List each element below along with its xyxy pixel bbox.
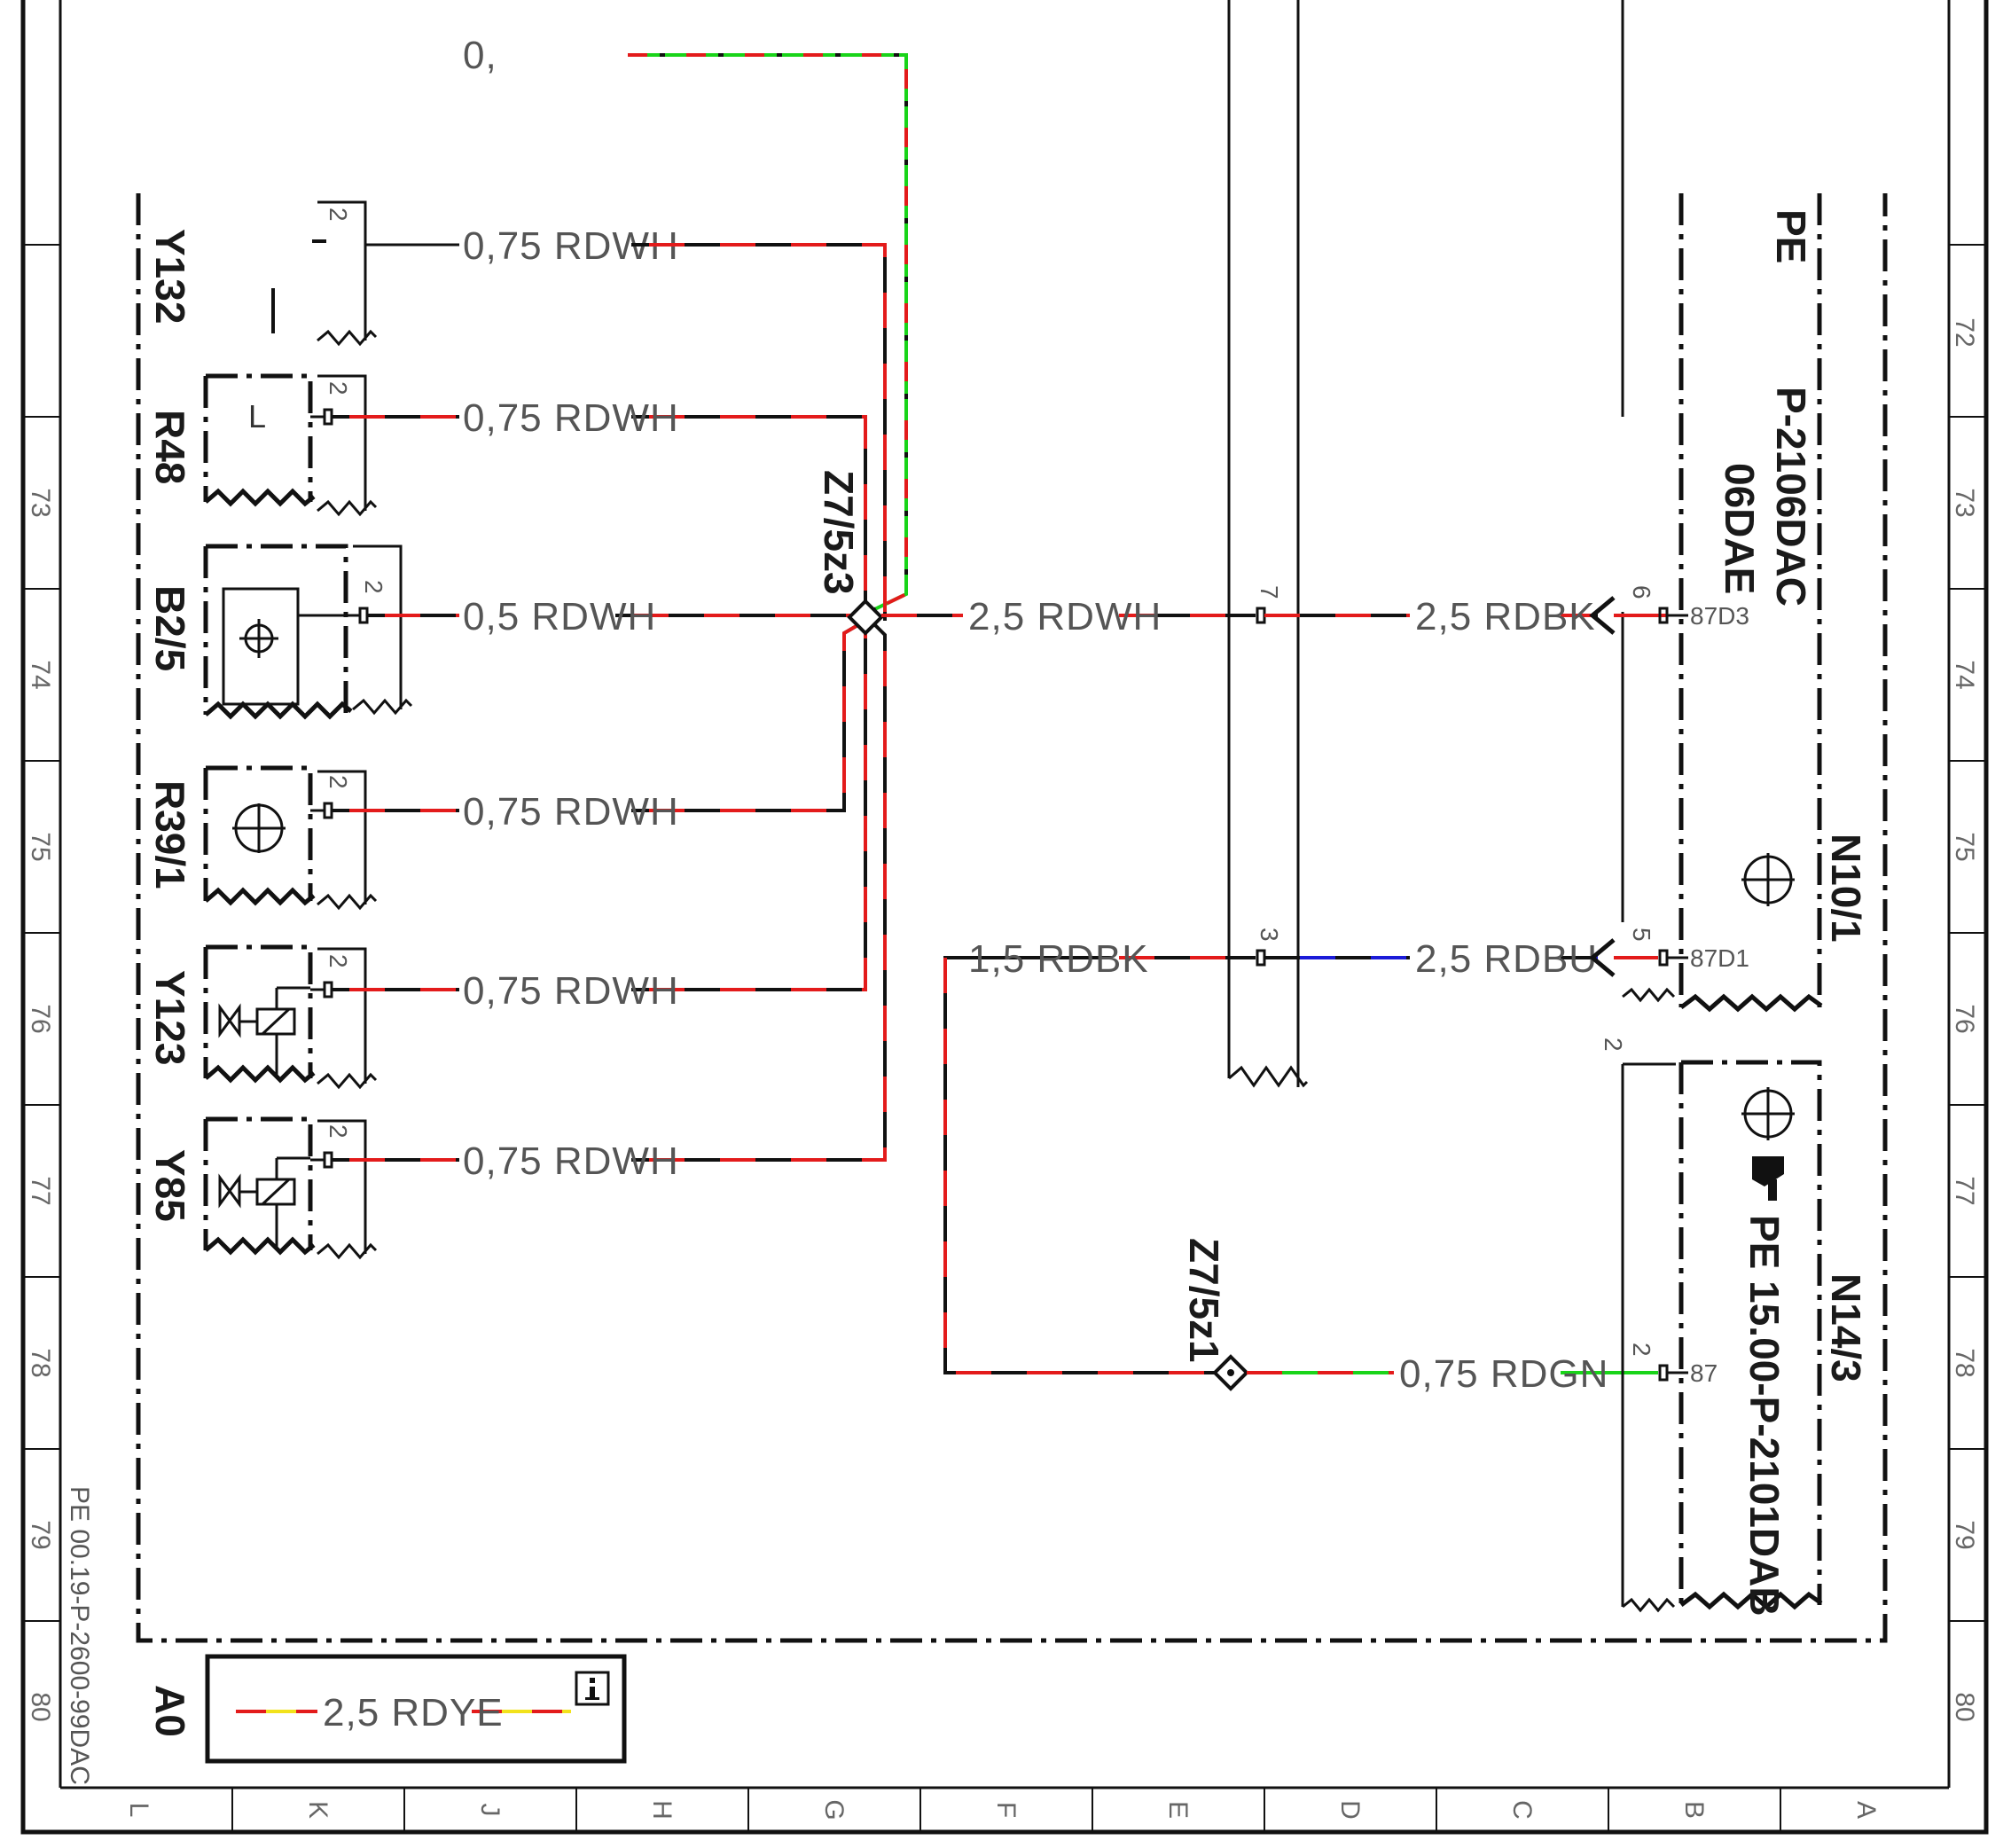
plug-arrow-icon xyxy=(1589,596,1616,635)
row-label: 78 xyxy=(26,1348,55,1377)
legend-wire-label: 2,5 RDYE xyxy=(323,1691,504,1734)
pin-connector-3: 3 xyxy=(1256,928,1283,942)
row-label: 75 xyxy=(26,832,55,861)
pin-n10-5: 5 xyxy=(1628,928,1655,942)
wire-label-b2-5: 0,5 RDWH xyxy=(463,595,656,638)
row-label: 73 xyxy=(26,488,55,517)
pin-y132: 2 xyxy=(325,208,352,222)
component-y85[interactable]: Y85 2 xyxy=(147,1116,378,1260)
component-label-n14-3: N14/3 xyxy=(1823,1273,1869,1382)
vehicle-boundary xyxy=(136,193,1888,1643)
col-label: C xyxy=(1507,1800,1537,1820)
component-n14-3[interactable]: 2 PE 15.00-P-2101DAB N14/3 2 87 xyxy=(1600,1038,1869,1617)
component-label-y85: Y85 xyxy=(147,1149,193,1222)
component-label-b2-5: B2/5 xyxy=(147,585,193,671)
transistor-icon xyxy=(1741,1087,1795,1140)
row-label: 79 xyxy=(1950,1520,1979,1549)
col-label: A xyxy=(1851,1801,1881,1819)
info-icon[interactable] xyxy=(575,1671,610,1706)
row-label: 76 xyxy=(1950,1004,1979,1033)
component-n10-1[interactable]: PE P-2106DAC 06DAE N10/1 6 87D3 5 87D1 xyxy=(1622,193,1869,1013)
splice-label-z7-5z3: Z7/5z3 xyxy=(816,470,862,595)
splice-z7-5z3[interactable]: Z7/5z3 xyxy=(816,470,884,636)
row-label: 78 xyxy=(1950,1348,1979,1377)
component-label-r39-1: R39/1 xyxy=(147,780,193,889)
component-label-r48: R48 xyxy=(147,410,193,484)
component-r48[interactable]: R48 L 2 xyxy=(147,373,378,517)
component-label-a0: A0 xyxy=(147,1685,193,1737)
component-y123[interactable]: Y123 2 xyxy=(147,944,378,1090)
col-label: B xyxy=(1679,1801,1709,1819)
wire-label-r48: 0,75 RDWH xyxy=(463,396,679,440)
pin-b2-5: 2 xyxy=(360,580,387,594)
wire-branch xyxy=(943,956,1256,1374)
pointing-hand-icon xyxy=(1752,1156,1784,1201)
col-label: L xyxy=(124,1803,153,1818)
pin-n10-87d1: 87D1 xyxy=(1690,944,1749,972)
reference-doc-n10: P-2106DAC xyxy=(1768,387,1814,607)
pin-n10-6: 6 xyxy=(1628,585,1655,599)
splice-z7-5z1[interactable]: Z7/5z1 xyxy=(1181,1238,1249,1391)
component-label-y123: Y123 xyxy=(147,970,193,1065)
pin-connector-7: 7 xyxy=(1256,585,1283,599)
pin-n14-top: 2 xyxy=(1600,1038,1627,1052)
pin-y85: 2 xyxy=(325,1124,352,1139)
wire-label-rdbk: 2,5 RDBK xyxy=(1415,595,1596,638)
pin-n10-87d3: 87D3 xyxy=(1690,602,1749,630)
wire-label-y85: 0,75 RDWH xyxy=(463,1139,679,1183)
col-label: H xyxy=(647,1800,677,1820)
wire-label-top: 0, xyxy=(463,34,497,77)
pin-n14-87: 87 xyxy=(1690,1359,1718,1387)
col-label: G xyxy=(819,1799,849,1820)
wire-label-main: 2,5 RDWH xyxy=(968,595,1162,638)
reference-n14: PE 15.00-P-2101DAB xyxy=(1741,1215,1788,1617)
col-label: K xyxy=(303,1801,333,1819)
plug-arrow-icon xyxy=(1589,938,1616,977)
splice-label-z7-5z1: Z7/5z1 xyxy=(1181,1238,1227,1363)
r48-symbol: L xyxy=(248,398,266,435)
col-label: D xyxy=(1335,1800,1365,1820)
col-label: J xyxy=(475,1804,505,1817)
cable-duct xyxy=(1227,0,1624,1088)
wire-label-y123: 0,75 RDWH xyxy=(463,969,679,1013)
row-label: 76 xyxy=(26,1004,55,1033)
transistor-icon xyxy=(1741,853,1795,906)
col-label: E xyxy=(1163,1801,1193,1819)
row-label: 74 xyxy=(26,660,55,689)
component-label-n10-1: N10/1 xyxy=(1823,834,1869,943)
pin-n14-2: 2 xyxy=(1628,1343,1655,1357)
drawing-frame: 72 73 73 74 74 75 75 76 76 77 77 78 78 7… xyxy=(20,0,1989,1835)
row-label: 72 xyxy=(1950,317,1979,347)
component-y132[interactable]: Y132 2 0,75 RDWH xyxy=(147,200,679,347)
col-label: F xyxy=(991,1802,1021,1818)
wire-label-r39-1: 0,75 RDWH xyxy=(463,790,679,834)
component-r39-1[interactable]: R39/1 2 xyxy=(147,765,378,911)
pin-r39-1: 2 xyxy=(325,775,352,789)
sheet-reference: PE 00.19-P-2600-99DAC xyxy=(65,1486,94,1785)
reference-pe-n10: PE xyxy=(1768,209,1814,263)
row-label: 73 xyxy=(1950,488,1979,517)
pin-r48: 2 xyxy=(325,381,352,395)
row-label: 80 xyxy=(1950,1692,1979,1721)
wire-label-rdbu: 2,5 RDBU xyxy=(1415,937,1598,981)
row-label: 77 xyxy=(1950,1176,1979,1205)
row-label: 74 xyxy=(1950,660,1979,689)
row-label: 79 xyxy=(26,1520,55,1549)
row-label: 77 xyxy=(26,1176,55,1205)
pin-y123: 2 xyxy=(325,954,352,968)
legend-a0: A0 2,5 RDYE xyxy=(147,1654,627,1764)
wire-label-branch: 1,5 RDBK xyxy=(968,937,1149,981)
reference-doc2-n10: 06DAE xyxy=(1717,463,1763,594)
component-label-y132: Y132 xyxy=(147,229,193,324)
row-label: 80 xyxy=(26,1692,55,1721)
row-label: 75 xyxy=(1950,832,1979,861)
wire-label-rdgn: 0,75 RDGN xyxy=(1399,1352,1608,1396)
wires-rdwh xyxy=(332,243,887,1162)
component-b2-5[interactable]: B2/5 2 xyxy=(147,544,413,720)
